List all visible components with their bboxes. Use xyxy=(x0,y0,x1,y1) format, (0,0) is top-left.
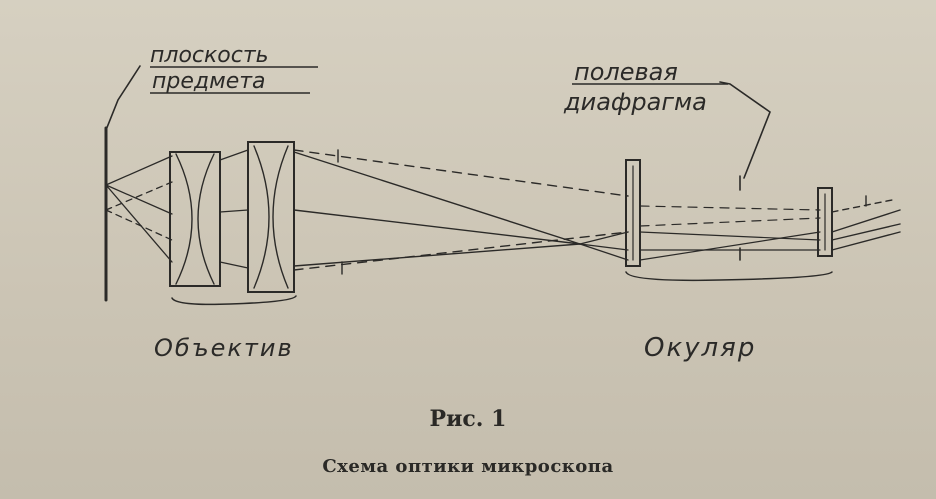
eyepiece-inner-rays xyxy=(639,205,821,261)
exit-rays xyxy=(831,199,901,251)
objective-lens-2 xyxy=(247,141,295,293)
object-plane-label-leader xyxy=(105,65,141,131)
field-diaphragm-label-line2: диафрагма xyxy=(563,88,707,116)
object-rays xyxy=(105,155,173,263)
eyepiece-eye-lens xyxy=(817,187,833,257)
eyepiece-label: Окуляр xyxy=(644,333,756,363)
figure-title: Схема оптики микроскопа xyxy=(322,456,614,477)
image-to-eyepiece-rays xyxy=(579,231,629,261)
objective-to-image-rays xyxy=(293,149,629,271)
eyepiece-field-lens xyxy=(625,159,641,267)
objective-bracket xyxy=(171,295,297,306)
object-plane-label-line2: предмета xyxy=(152,69,266,94)
objective-label: Объектив xyxy=(154,334,294,362)
eyepiece-bracket xyxy=(625,271,833,282)
object-plane-label-line1: плоскость xyxy=(150,43,269,68)
figure-number: Рис. 1 xyxy=(429,406,507,432)
field-diaphragm-leader xyxy=(719,81,771,179)
objective-lens-1 xyxy=(169,151,221,287)
inter-lens-rays xyxy=(219,149,249,269)
field-diaphragm-label-line1: полевая xyxy=(574,58,678,86)
